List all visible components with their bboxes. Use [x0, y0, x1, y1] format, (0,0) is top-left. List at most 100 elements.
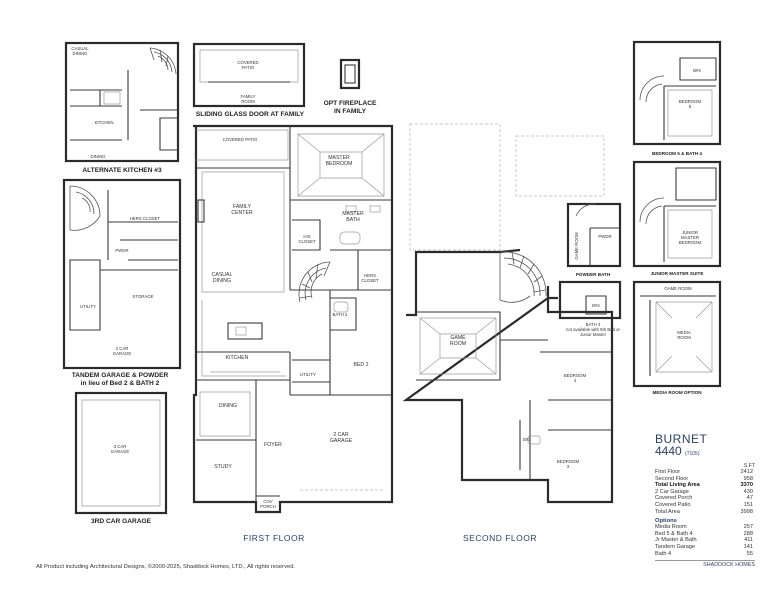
svg-text:B#3: B#3 — [523, 437, 531, 442]
area-row: Bed 5 & Bath 4 288 — [655, 531, 755, 538]
svg-text:BATH: BATH — [346, 217, 360, 223]
third-car-caption: 3RD CAR GARAGE — [91, 518, 152, 525]
svg-text:HERS: HERS — [364, 273, 376, 278]
area-value: 47 — [746, 495, 753, 502]
fireplace-caption-2: IN FAMILY — [334, 108, 367, 115]
alt-kitchen-label: KITCHEN — [95, 120, 114, 125]
svg-text:DINING: DINING — [72, 51, 88, 56]
svg-text:UTILITY: UTILITY — [300, 372, 316, 377]
junior-suite-caption: JUNIOR MASTER SUITE — [651, 271, 704, 276]
bath4-caption-2: not available with 5th Bed or — [566, 327, 621, 332]
tandem-caption-1: TANDEM GARAGE & POWDER — [72, 372, 169, 379]
svg-text:DINING: DINING — [213, 278, 231, 284]
svg-text:COVERED PATIO: COVERED PATIO — [223, 137, 258, 142]
area-label: Media Room — [655, 524, 687, 531]
area-value: 55 — [746, 550, 753, 557]
svg-text:KITCHEN: KITCHEN — [226, 355, 249, 361]
area-value: 141 — [743, 543, 753, 550]
plan-number: 4440 (7105) — [655, 444, 700, 458]
svg-text:COV: COV — [263, 499, 272, 504]
area-row: Covered Patio 151 — [655, 502, 755, 509]
svg-text:3 CAR: 3 CAR — [114, 444, 127, 449]
tandem-hers-closet-label: HERS CLOSET — [130, 216, 161, 221]
svg-text:CASUAL: CASUAL — [212, 272, 233, 278]
area-row: Tandem Garage 141 — [655, 544, 755, 551]
svg-text:ROOM: ROOM — [241, 99, 255, 104]
alt-casual-dining-label: CASUAL — [71, 46, 89, 51]
svg-text:GARAGE: GARAGE — [113, 351, 132, 356]
area-label: Covered Patio — [655, 501, 691, 508]
svg-text:ROOM: ROOM — [450, 341, 466, 347]
area-row: 2 Car Garage 430 — [655, 489, 755, 496]
tandem-utility-label: UTILITY — [80, 304, 96, 309]
svg-text:PWDR: PWDR — [598, 234, 611, 239]
area-value: 151 — [743, 501, 753, 508]
svg-text:GAME: GAME — [450, 335, 466, 341]
area-label: Bath 4 — [655, 550, 672, 557]
area-value: 2412 — [740, 469, 753, 475]
tandem-caption-2: in lieu of Bed 2 & BATH 2 — [81, 380, 160, 387]
area-value: 430 — [743, 488, 753, 495]
area-value: 3370 — [740, 482, 753, 489]
tandem-garage-plan: HERS CLOSET PWDR UTILITY STORAGE 2 CAR G… — [62, 178, 182, 370]
area-label: 2 Car Garage — [655, 488, 689, 495]
svg-text:2 CAR: 2 CAR — [333, 432, 349, 438]
tandem-storage-label: STORAGE — [133, 294, 154, 299]
area-value: 958 — [743, 475, 753, 482]
powder-bath-caption: POWDER BATH — [576, 272, 611, 277]
area-label: Jr Master & Bath — [655, 537, 697, 544]
third-car-garage-plan: 3 CAR GARAGE — [74, 391, 168, 515]
svg-text:FOYER: FOYER — [264, 442, 282, 448]
fireplace-caption-1: OPT FIREPLACE — [324, 100, 377, 107]
area-value: 288 — [743, 530, 753, 537]
options-header: Options — [655, 518, 677, 525]
svg-text:MASTER: MASTER — [681, 235, 699, 240]
svg-text:FAMILY: FAMILY — [233, 204, 252, 210]
svg-text:BEDROOM: BEDROOM — [679, 99, 702, 104]
sqft-header: S.FT — [743, 463, 755, 469]
svg-text:GARAGE: GARAGE — [330, 438, 353, 444]
area-label: Tandem Garage — [655, 543, 696, 550]
bath4-caption-3: Junior Master — [580, 332, 607, 337]
svg-text:BATH 2: BATH 2 — [333, 312, 348, 317]
area-label: Bed 5 & Bath 4 — [655, 530, 693, 537]
area-label: Covered Porch — [655, 495, 693, 502]
svg-text:3: 3 — [567, 464, 570, 469]
svg-text:MEDIA: MEDIA — [677, 330, 691, 335]
second-floor-label: SECOND FLOOR — [463, 533, 537, 543]
alternate-kitchen-plan: CASUAL DINING KITCHEN DINING — [64, 41, 180, 163]
svg-text:MASTER: MASTER — [328, 155, 350, 161]
area-label: Second Floor — [655, 475, 689, 482]
svg-text:B#4: B#4 — [592, 303, 600, 308]
svg-text:GARAGE: GARAGE — [111, 449, 130, 454]
sliding-door-plan: COVERED PATIO FAMILY ROOM — [192, 42, 306, 108]
area-row: Bath 4 55 — [655, 551, 755, 558]
alt-kitchen-caption: ALTERNATE KITCHEN #3 — [82, 167, 162, 174]
svg-text:4: 4 — [574, 378, 577, 383]
first-floor-plan: COVERED PATIO MASTER BEDROOM FAM — [192, 124, 394, 514]
bed5-bath4-caption: BEDROOM 5 & BATH 4 — [652, 151, 702, 156]
bath4-plan: B#4 — [558, 280, 622, 320]
svg-text:BED 2: BED 2 — [354, 362, 369, 368]
svg-text:COVERED: COVERED — [237, 60, 258, 65]
svg-text:DINING: DINING — [219, 403, 237, 409]
fireplace-plan — [339, 58, 361, 90]
media-room-plan: GAME ROOM MEDIA ROOM — [632, 280, 722, 388]
powder-bath-plan: GAME ROOM PWDR — [566, 202, 622, 268]
media-option-caption: MEDIA ROOM OPTION — [652, 390, 702, 395]
bath4-caption-1: BATH 4 — [586, 322, 601, 327]
bed5-bath4-plan: B#4 BEDROOM 5 — [632, 40, 722, 146]
area-label: Total Area — [655, 508, 680, 515]
svg-text:STUDY: STUDY — [214, 464, 232, 470]
second-floor-plan: GAME ROOM BEDROOM 4 B#3 BEDROOM 3 — [402, 123, 614, 504]
svg-text:GAME ROOM: GAME ROOM — [574, 232, 579, 260]
plan-title: BURNET — [655, 432, 708, 446]
svg-text:BEDROOM: BEDROOM — [326, 161, 353, 167]
